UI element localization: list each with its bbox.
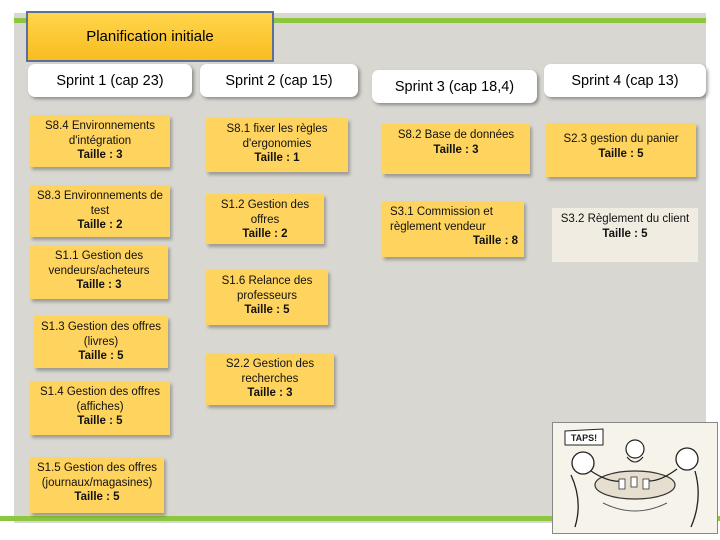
story-note: S1.2 Gestion des offres Taille : 2 [206, 194, 324, 244]
cartoon-illustration: TAPS! [552, 422, 718, 534]
sprint-2-header: Sprint 2 (cap 15) [200, 64, 358, 97]
top-accent-rule [14, 18, 706, 23]
story-note: S1.3 Gestion des offres (livres) Taille … [34, 316, 168, 368]
story-note: S1.1 Gestion des vendeurs/acheteurs Tail… [30, 245, 168, 299]
story-note: S3.2 Règlement du client Taille : 5 [552, 208, 698, 262]
slide-title: Planification initiale [26, 11, 274, 62]
story-note: S8.2 Base de données Taille : 3 [382, 124, 530, 174]
sprint-4-header: Sprint 4 (cap 13) [544, 64, 706, 97]
story-note: S1.5 Gestion des offres (journaux/magasi… [30, 457, 164, 513]
story-note: S8.1 fixer les règles d'ergonomies Taill… [206, 118, 348, 172]
bottom-accent-rule [0, 516, 720, 521]
story-note: S1.6 Relance des professeurs Taille : 5 [206, 270, 328, 325]
story-note: S2.3 gestion du panier Taille : 5 [546, 123, 696, 177]
story-note: S3.1 Commission et règlement vendeur Tai… [382, 201, 524, 257]
sprint-1-header: Sprint 1 (cap 23) [28, 64, 192, 97]
story-note: S1.4 Gestion des offres (affiches) Taill… [30, 381, 170, 435]
cartoon-caption: TAPS! [571, 433, 597, 443]
sprint-3-header: Sprint 3 (cap 18,4) [372, 70, 537, 103]
story-note: S8.4 Environnements d'intégration Taille… [30, 115, 170, 167]
story-note: S8.3 Environnements de test Taille : 2 [30, 185, 170, 237]
story-note: S2.2 Gestion des recherches Taille : 3 [206, 353, 334, 405]
slide-title-text: Planification initiale [86, 28, 214, 45]
cartoon-sketch: TAPS! [553, 423, 717, 533]
